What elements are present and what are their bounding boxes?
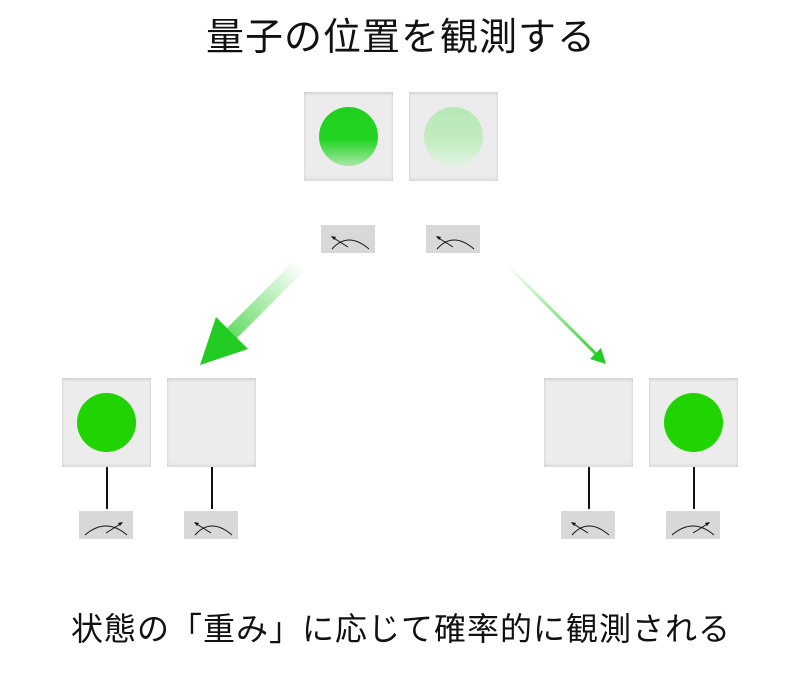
box-top-right <box>409 92 498 181</box>
gauge-icon <box>331 236 370 250</box>
diagram-caption: 状態の「重み」に応じて確率的に観測される <box>70 610 731 648</box>
gauge-icon <box>671 522 715 536</box>
meter-top-right <box>426 225 480 253</box>
gauge-icon <box>436 236 475 250</box>
wire <box>211 467 213 509</box>
gauge-icon <box>84 522 128 536</box>
box-top-left <box>304 92 393 181</box>
particle-icon <box>664 393 723 452</box>
meter-bottom-left-a <box>79 511 133 539</box>
box-bottom-right-a <box>544 378 633 467</box>
gauge-icon <box>194 522 233 536</box>
diagram-title: 量子の位置を観測する <box>205 15 596 59</box>
meter-top-left <box>321 225 375 253</box>
meter-bottom-right-a <box>561 511 615 539</box>
wire <box>693 467 695 509</box>
box-bottom-left-b <box>167 378 256 467</box>
particle-faint-icon <box>424 107 483 166</box>
particle-strong-icon <box>319 107 378 166</box>
wire <box>588 467 590 509</box>
wire <box>106 467 108 509</box>
box-bottom-right-b <box>649 378 738 467</box>
meter-bottom-left-b <box>184 511 238 539</box>
box-bottom-left-a <box>62 378 151 467</box>
meter-bottom-right-b <box>666 511 720 539</box>
arrow-right <box>506 264 606 364</box>
particle-icon <box>77 393 136 452</box>
gauge-icon <box>571 522 610 536</box>
arrow-left <box>200 260 305 365</box>
